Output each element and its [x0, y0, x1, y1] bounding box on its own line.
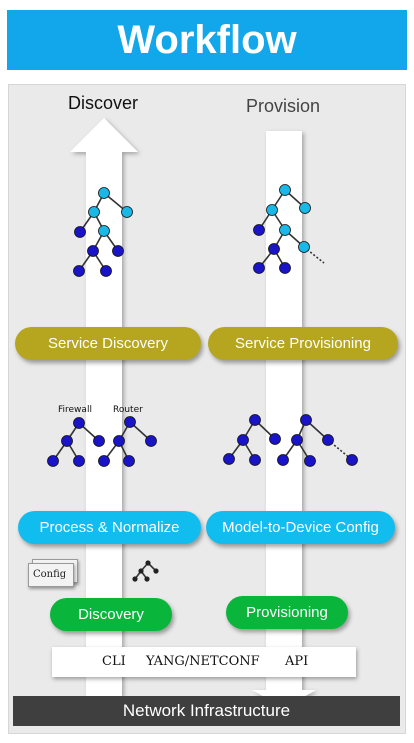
- provisioning-stage: Provisioning: [226, 596, 348, 629]
- service-provisioning-label: Service Provisioning: [235, 335, 371, 352]
- model-to-device-stage: Model-to-Device Config: [206, 511, 395, 544]
- firewall-node: [47, 455, 59, 467]
- tree-node: [73, 265, 85, 277]
- provision-arrow: [252, 131, 316, 708]
- router-node: [145, 435, 157, 447]
- tree-node: [112, 245, 124, 257]
- network-infrastructure-label: Network Infrastructure: [122, 701, 291, 720]
- firewall-node: [93, 435, 105, 447]
- protocol-cli: CLI: [102, 654, 126, 669]
- tree-icon: [132, 560, 159, 582]
- tree-node: [87, 245, 99, 257]
- tree-node: [121, 206, 133, 218]
- tree-node: [74, 226, 86, 238]
- network-infrastructure-bar: Network Infrastructure: [13, 696, 400, 726]
- protocol-yang-netconf: YANG/NETCONF: [146, 654, 260, 669]
- service-provisioning-stage: Service Provisioning: [208, 327, 398, 360]
- device-node: [223, 453, 235, 465]
- tree-node: [268, 243, 280, 255]
- router-node: [98, 455, 110, 467]
- device-node: [346, 454, 358, 466]
- device-node: [322, 434, 334, 446]
- page-title: Workflow: [117, 17, 297, 62]
- title-bar: Workflow: [7, 10, 407, 70]
- router-node: [124, 416, 136, 428]
- tree-node: [253, 224, 265, 236]
- model-to-device-label: Model-to-Device Config: [222, 519, 379, 536]
- tree-node: [88, 206, 100, 218]
- device-node: [237, 434, 249, 446]
- protocol-api: API: [285, 654, 309, 669]
- tree-node: [266, 204, 278, 216]
- tree-node: [100, 265, 112, 277]
- tree-node: [279, 184, 291, 196]
- tree-node: [253, 262, 265, 274]
- config-files-icon: Config: [28, 559, 78, 587]
- device-node: [249, 414, 261, 426]
- firewall-node: [73, 455, 85, 467]
- tree-node: [279, 224, 291, 236]
- device-node: [249, 454, 261, 466]
- discover-heading: Discover: [68, 93, 139, 113]
- tree-node: [98, 187, 110, 199]
- device-node: [277, 454, 289, 466]
- device-node: [300, 414, 312, 426]
- router-node: [113, 435, 125, 447]
- tree-node: [98, 225, 110, 237]
- firewall-label: Firewall: [58, 405, 92, 415]
- device-node: [304, 455, 316, 467]
- service-discovery-label: Service Discovery: [47, 335, 169, 352]
- config-label: Config: [33, 569, 67, 580]
- process-normalize-label: Process & Normalize: [39, 519, 180, 536]
- router-label: Router: [113, 405, 143, 415]
- firewall-node: [73, 417, 85, 429]
- protocol-bar: CLI YANG/NETCONF API: [52, 647, 356, 677]
- device-node: [269, 433, 281, 445]
- tree-node: [299, 202, 311, 214]
- service-discovery-stage: Service Discovery: [15, 327, 201, 360]
- tree-node: [279, 262, 291, 274]
- tree-node: [298, 241, 310, 253]
- discover-arrow: [70, 118, 138, 696]
- discovery-label: Discovery: [78, 606, 144, 623]
- firewall-node: [61, 435, 73, 447]
- process-normalize-stage: Process & Normalize: [18, 511, 201, 544]
- router-node: [123, 455, 135, 467]
- provision-heading: Provision: [246, 96, 321, 116]
- discovery-stage: Discovery: [50, 598, 172, 631]
- provisioning-label: Provisioning: [246, 604, 328, 621]
- device-node: [291, 434, 303, 446]
